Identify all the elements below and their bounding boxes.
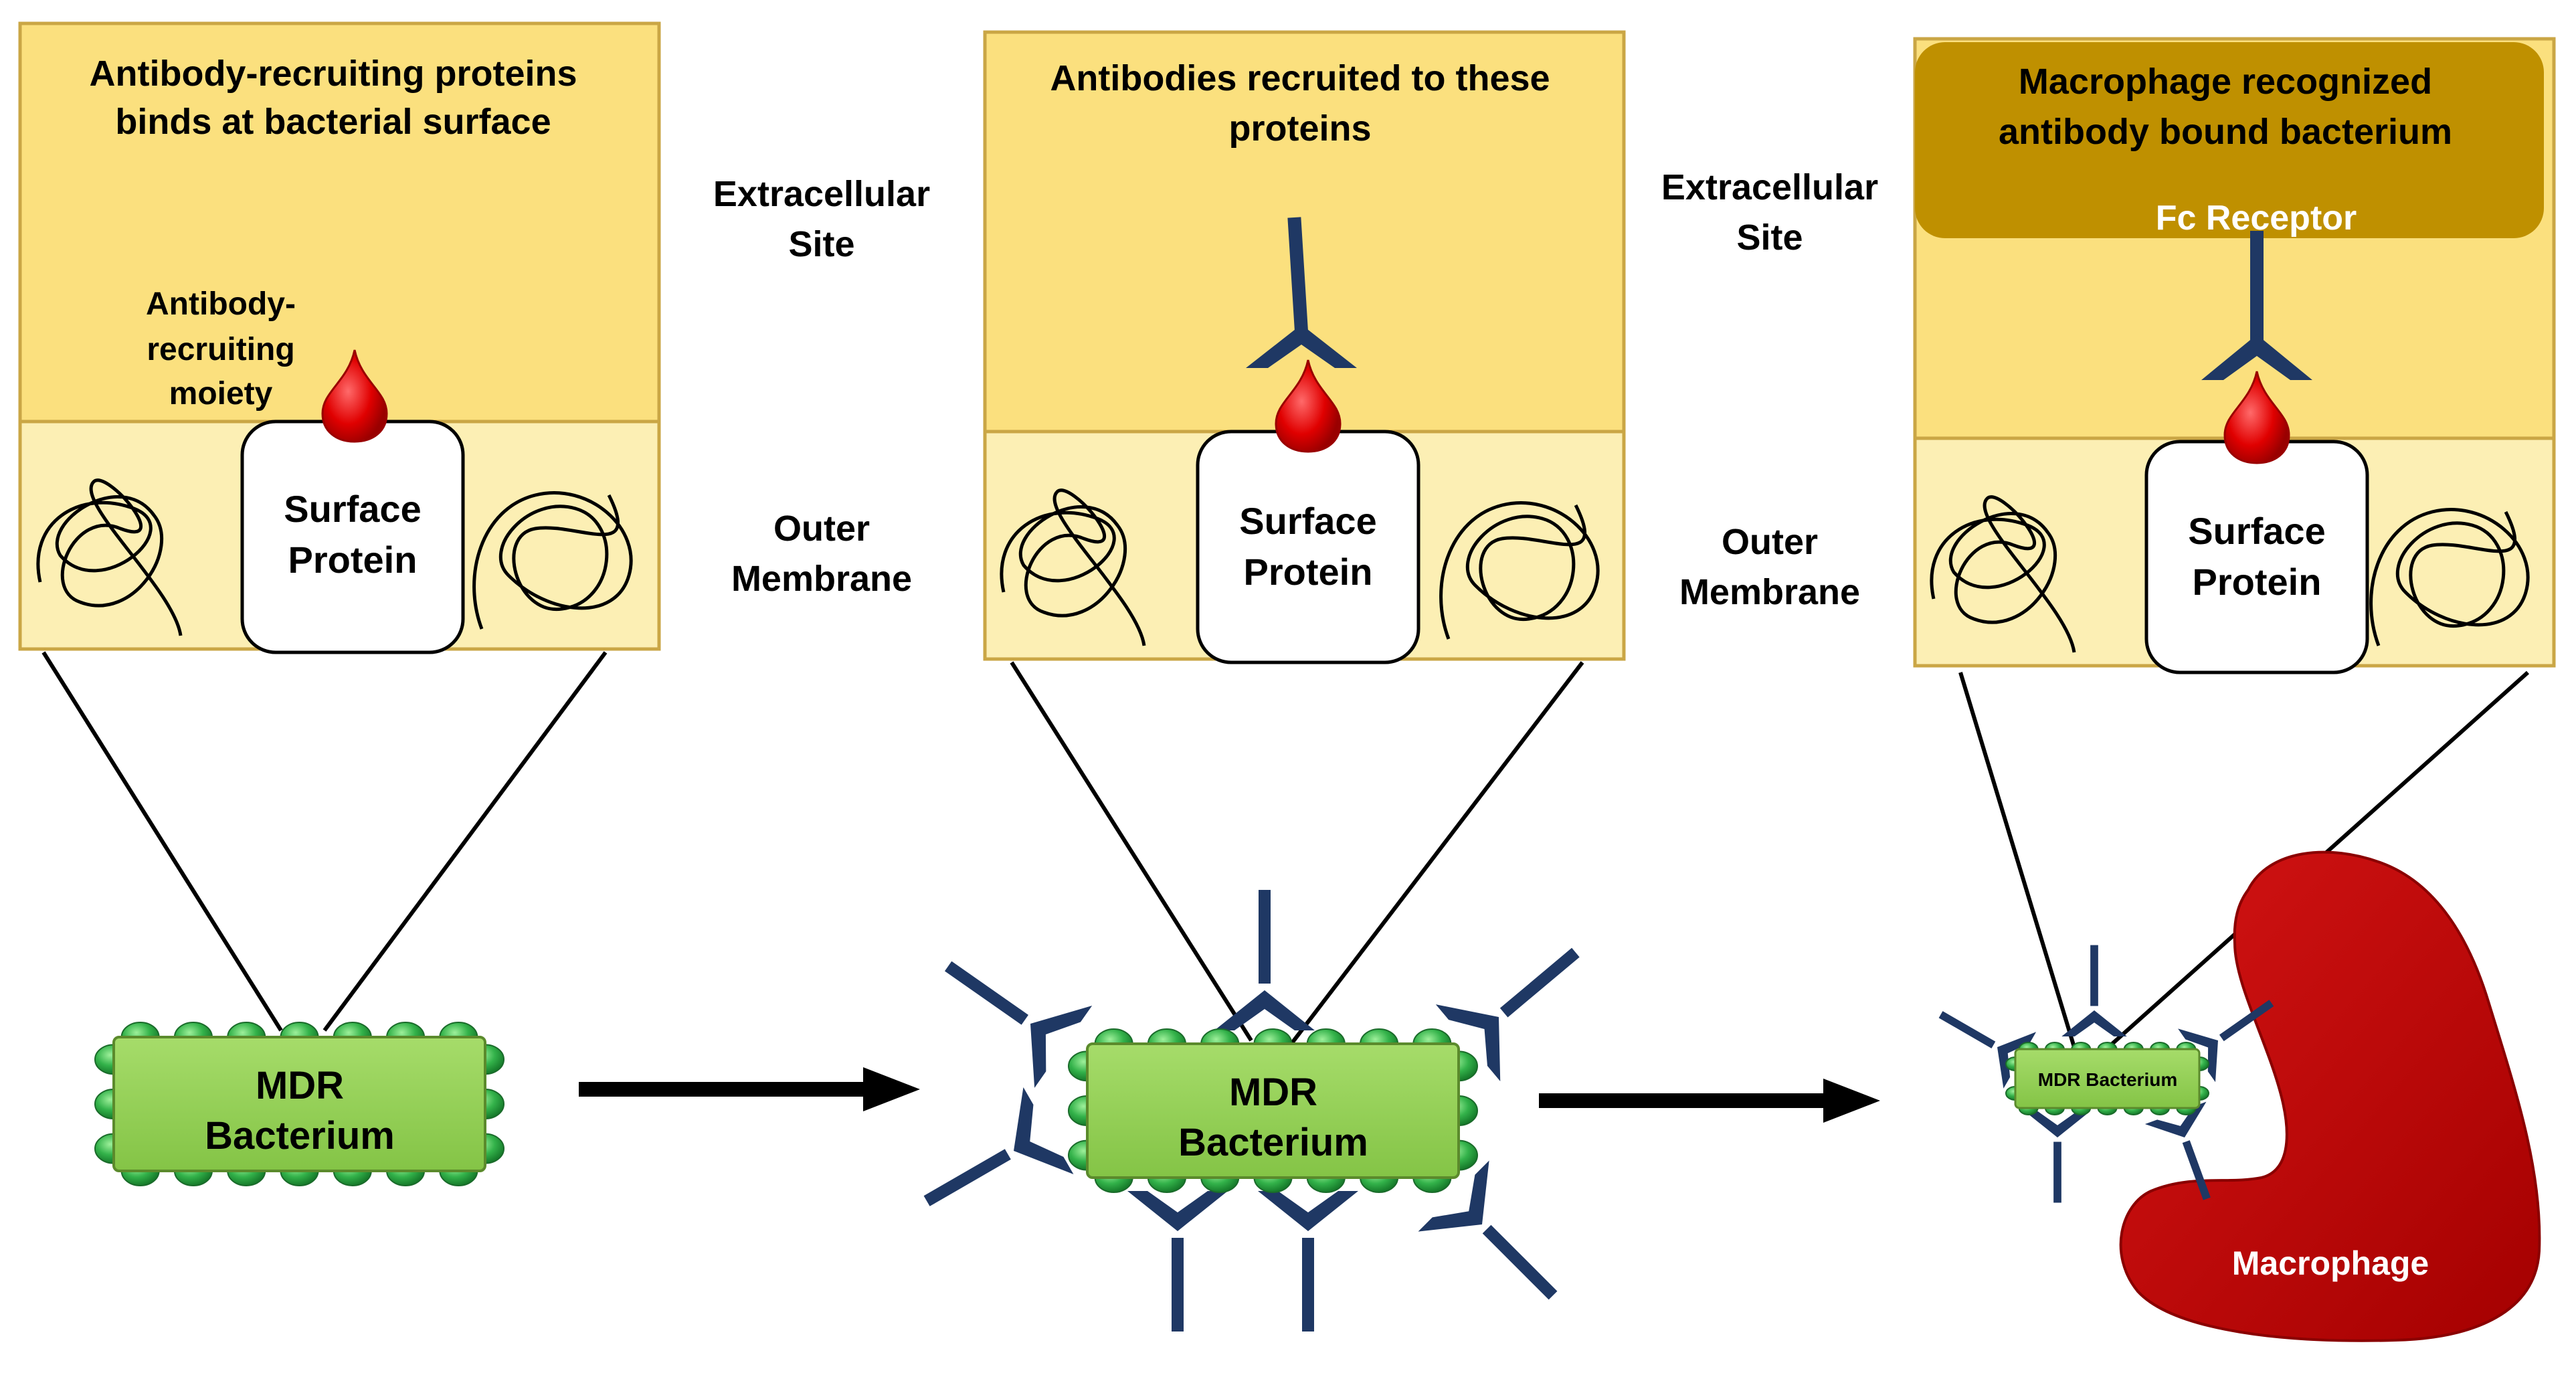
polymer-tangle-left [36, 478, 183, 636]
moiety-label-line-1: Antibody- [146, 286, 296, 322]
panel-2-protein-line-1: Surface [1239, 500, 1376, 542]
panel-1-extracellular-box [18, 21, 661, 424]
bound-antibody [923, 1087, 1074, 1206]
bound-antibody [2025, 1111, 2090, 1203]
bound-antibody [944, 961, 1093, 1088]
bacterium-2-body [1086, 1042, 1460, 1179]
panel-3-recruiting-moiety-drop [2223, 371, 2290, 464]
polymer-tangle-right-2 [1439, 501, 1600, 640]
bound-antibody [1214, 890, 1315, 1030]
fc-receptor-cell-surface [1915, 42, 2544, 238]
outer-membrane-label-1a: Outer [773, 509, 870, 549]
extracellular-label-2b: Site [1736, 217, 1803, 258]
panel-3-surface-protein [2144, 440, 2369, 674]
panel-1-header-line-2: binds at bacterial surface [115, 102, 551, 142]
panel-1-recruiting-moiety-drop [321, 349, 388, 443]
panel-3-antibody [2201, 231, 2312, 380]
polymer-tangle-left-3 [1930, 495, 2076, 653]
panel-2-surface-protein [1196, 430, 1420, 664]
bacterium-1-label-line-1: MDR [256, 1064, 344, 1107]
macrophage: Macrophage [2119, 850, 2541, 1342]
macrophage-label: Macrophage [2232, 1245, 2429, 1282]
outer-membrane-label-1b: Membrane [731, 559, 912, 599]
zoom-lines [41, 651, 2529, 1056]
panel-2-protein-line-2: Protein [1244, 551, 1373, 593]
outer-membrane-label-2b: Membrane [1679, 572, 1860, 612]
panel-1-protein-line-1: Surface [284, 488, 421, 530]
panel-1-header-line-1: Antibody-recruiting proteins [90, 54, 577, 94]
moiety-label-line-2: recruiting [147, 332, 294, 367]
macrophage-body [2119, 850, 2541, 1342]
bacterium-2: MDR Bacterium [923, 890, 1580, 1332]
bacterium-3-body [2014, 1048, 2201, 1109]
bacterium-2-bound-antibodies [923, 890, 1580, 1332]
polymer-tangle-right-3 [2369, 508, 2530, 646]
bacterium-2-label-line-1: MDR [1229, 1071, 1317, 1114]
panel-2-recruiting-moiety-drop [1275, 359, 1342, 453]
bound-antibody [2061, 945, 2127, 1036]
panel-2-antibody [1246, 217, 1357, 368]
panel-3: Macrophage recognized antibody bound bac… [1913, 37, 2556, 674]
polymer-tangle-right [472, 491, 633, 630]
panel-1-protein-line-2: Protein [288, 539, 418, 581]
panel-1-surface-protein [240, 420, 465, 654]
panel-3-header-line-1: Macrophage recognized [2019, 62, 2432, 102]
panel-1: Antibody-recruiting proteins binds at ba… [18, 21, 661, 654]
moiety-label-line-3: moiety [169, 376, 273, 411]
extracellular-label-1a: Extracellular [713, 174, 930, 214]
panel-2: Antibodies recruited to these proteins S… [983, 30, 1626, 664]
bound-antibody [1435, 947, 1580, 1082]
panel-2-extracellular-box [983, 30, 1626, 434]
extracellular-label-1b: Site [788, 224, 854, 264]
panel-2-header-line-2: proteins [1228, 108, 1371, 149]
panel-3-header-line-2: antibody bound bacterium [1999, 112, 2452, 152]
arrow-2 [1539, 1079, 1880, 1123]
outer-membrane-label-2a: Outer [1722, 522, 1818, 562]
bound-antibody [1938, 1011, 2037, 1089]
bound-antibody [1258, 1191, 1358, 1332]
arrow-1 [579, 1067, 920, 1111]
bacterium-3-label: MDR Bacterium [2038, 1069, 2177, 1090]
extracellular-label-2a: Extracellular [1661, 167, 1878, 207]
side-labels: Extracellular Site Outer Membrane Extrac… [713, 167, 1878, 612]
bacterium-2-label-line-2: Bacterium [1178, 1121, 1368, 1164]
bacterium-1-body [112, 1036, 486, 1172]
bacterium-3-bound-antibodies [1938, 945, 2274, 1203]
bacterium-1-label-line-2: Bacterium [205, 1114, 395, 1158]
bound-antibody [1418, 1160, 1558, 1300]
bacterium-1: MDR Bacterium [94, 1022, 504, 1186]
panel-2-header-line-1: Antibodies recruited to these [1050, 58, 1550, 98]
bound-antibody [1127, 1191, 1228, 1332]
bound-antibody [2178, 1000, 2274, 1083]
panel-3-protein-line-2: Protein [2193, 561, 2322, 603]
panel-3-protein-line-1: Surface [2188, 510, 2325, 552]
polymer-tangle-left-2 [1000, 488, 1146, 646]
bacterium-3: MDR Bacterium [1938, 945, 2274, 1203]
